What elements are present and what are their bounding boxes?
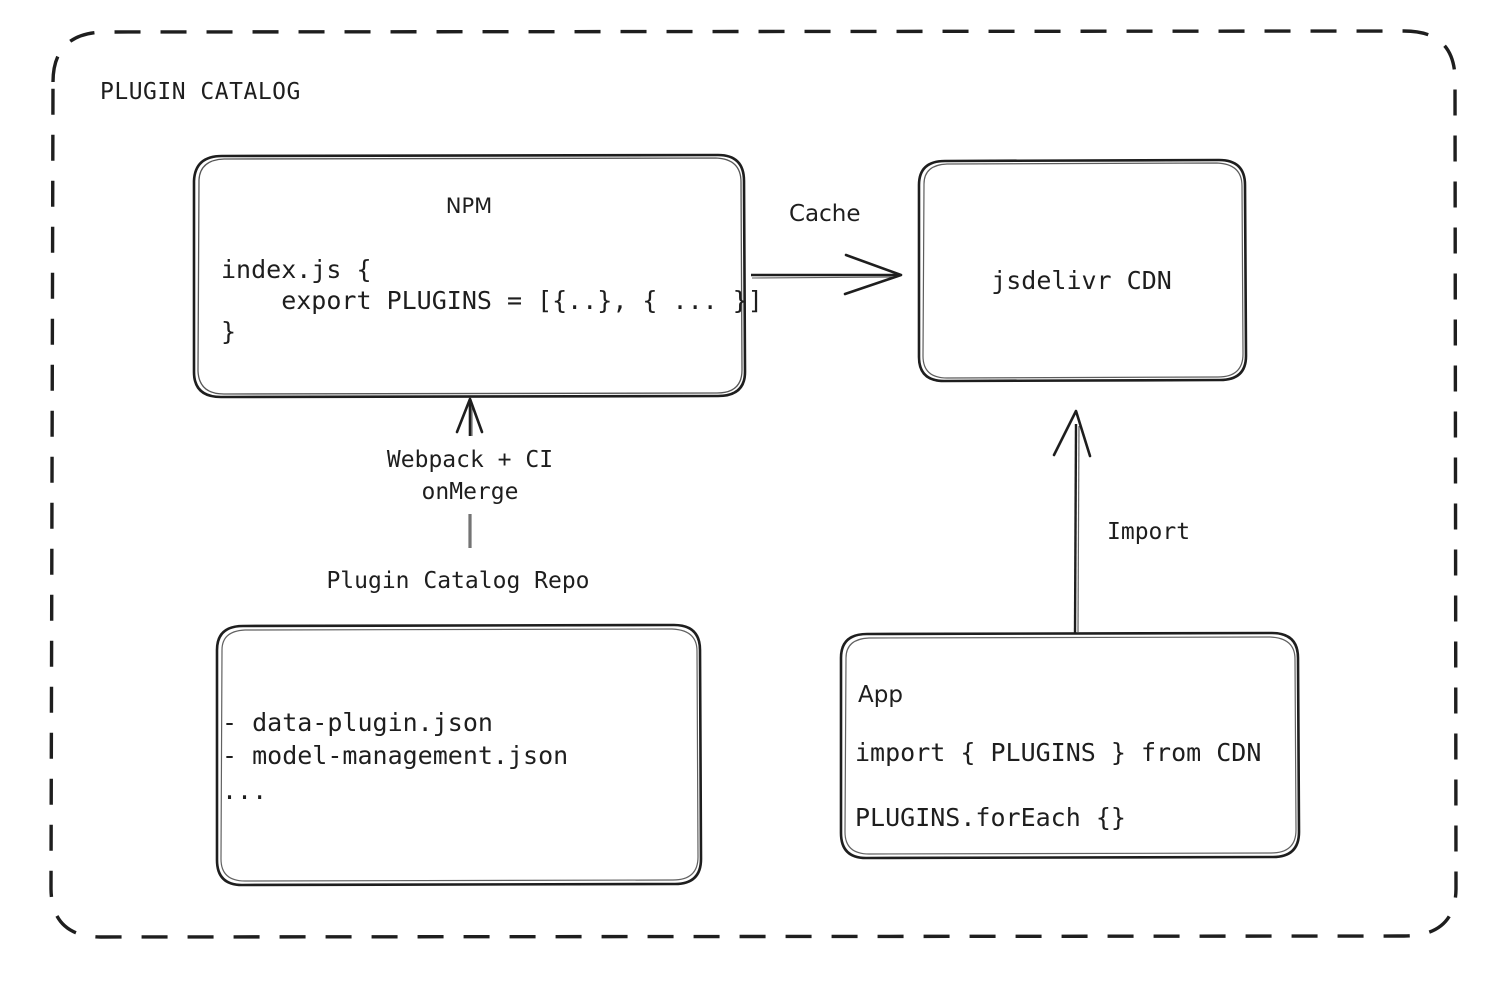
repo-list-item: - data-plugin.json bbox=[222, 708, 493, 737]
webpack-edge bbox=[455, 397, 484, 548]
npm-code-line: index.js { bbox=[221, 255, 372, 284]
cdn-node-label: jsdelivr CDN bbox=[991, 266, 1172, 295]
app-node-title: App bbox=[858, 682, 903, 708]
repo-list-item: ... bbox=[222, 776, 268, 805]
repo-node-caption: Plugin Catalog Repo bbox=[326, 568, 590, 594]
app-code-line: PLUGINS.forEach {} bbox=[855, 803, 1126, 832]
import-edge bbox=[1052, 409, 1092, 635]
npm-code-line: } bbox=[221, 317, 237, 346]
app-code-line: import { PLUGINS } from CDN bbox=[855, 738, 1262, 767]
npm-code-line: export PLUGINS = [{..}, { ... }] bbox=[221, 286, 763, 315]
import-edge-label: Import bbox=[1107, 519, 1191, 545]
cache-edge-label: Cache bbox=[789, 201, 861, 227]
webpack-edge-label-line2: onMerge bbox=[421, 479, 519, 505]
repo-list-item: - model-management.json bbox=[222, 741, 569, 770]
cache-edge bbox=[751, 253, 903, 296]
webpack-edge-label-line1: Webpack + CI bbox=[386, 447, 554, 473]
group-title: PLUGIN CATALOG bbox=[100, 79, 301, 105]
npm-node-title: NPM bbox=[445, 194, 493, 218]
